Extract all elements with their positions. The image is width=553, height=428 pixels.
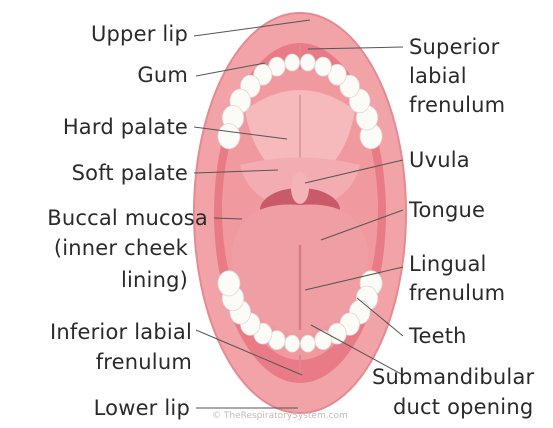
label-buccal-mucosa-3: lining) <box>4 268 188 292</box>
label-superior-labial-2: labial <box>409 64 467 88</box>
label-hard-palate: Hard palate <box>40 115 188 139</box>
label-superior-labial-3: frenulum <box>409 93 505 117</box>
lower-tooth <box>300 335 315 352</box>
upper-tooth <box>300 54 315 71</box>
label-lingual-2: frenulum <box>409 281 505 305</box>
lower-tooth <box>315 331 332 350</box>
label-lower-lip: Lower lip <box>40 396 190 420</box>
label-buccal-mucosa-2: (inner cheek <box>4 236 188 260</box>
label-submandibular-2: duct opening <box>393 395 533 419</box>
uvula <box>291 172 309 204</box>
label-superior-labial-1: Superior <box>409 35 499 59</box>
upper-tooth <box>218 124 240 149</box>
upper-tooth <box>285 54 300 71</box>
label-inferior-labial-1: Inferior labial <box>4 320 192 344</box>
label-lingual-1: Lingual <box>409 252 487 276</box>
watermark: © TheRespiratorySystem.com <box>212 411 348 421</box>
label-gum: Gum <box>60 63 188 87</box>
label-teeth: Teeth <box>409 324 467 348</box>
label-soft-palate: Soft palate <box>40 161 188 185</box>
label-tongue: Tongue <box>409 198 485 222</box>
label-upper-lip: Upper lip <box>60 22 188 46</box>
lower-tooth <box>218 271 240 296</box>
label-submandibular-1: Submandibular <box>372 365 534 389</box>
lower-tooth <box>285 335 300 352</box>
upper-tooth <box>315 57 332 76</box>
label-inferior-labial-2: frenulum <box>4 350 192 374</box>
label-uvula: Uvula <box>409 148 470 172</box>
label-buccal-mucosa-1: Buccal mucosa <box>4 206 208 230</box>
